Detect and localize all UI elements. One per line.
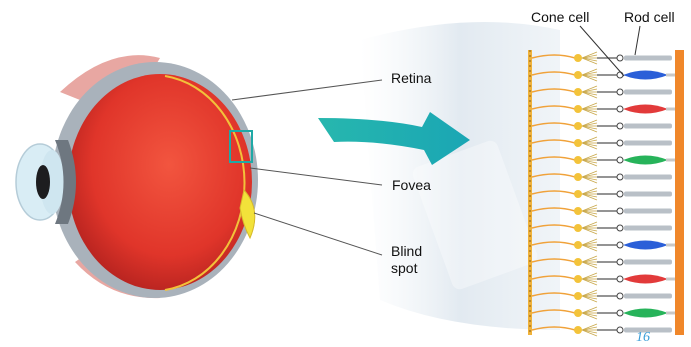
pupil: [36, 165, 50, 199]
rod-cell-leader: [635, 26, 640, 55]
retina-inner-edge: [528, 50, 532, 335]
cone-cell-leader: [580, 26, 624, 76]
retina-leader: [232, 80, 382, 100]
retina-label: Retina: [391, 70, 431, 87]
blind-spot-label: Blind spot: [391, 243, 422, 277]
blind-spot-leader: [254, 213, 382, 255]
cone-cell-label: Cone cell: [531, 9, 589, 26]
eyeball-interior: [68, 74, 252, 290]
fovea-leader: [250, 168, 382, 185]
fovea-label: Fovea: [392, 177, 431, 194]
rod-cell-label: Rod cell: [624, 9, 675, 26]
pigment-epithelium: [675, 50, 684, 335]
page-number: 16: [636, 330, 650, 346]
